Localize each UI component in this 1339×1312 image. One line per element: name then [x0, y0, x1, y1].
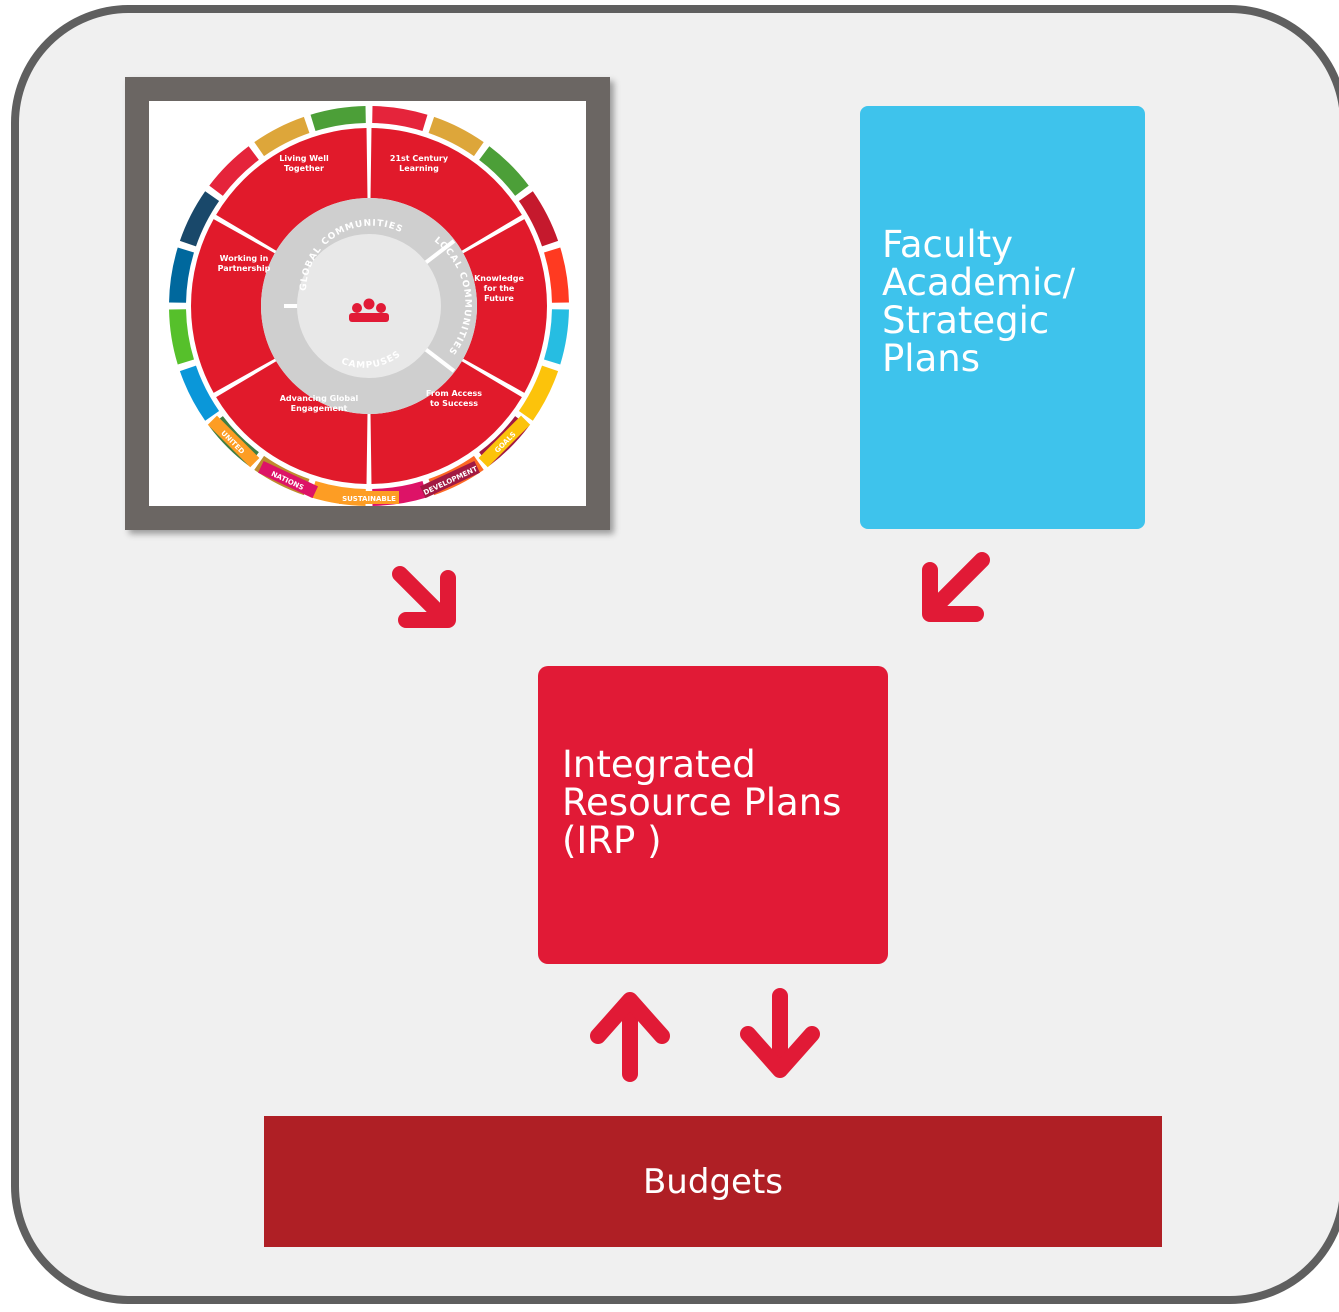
- wheel-segment: [216, 128, 368, 251]
- faculty-line: Faculty: [882, 223, 1014, 266]
- sdg-ring-segment: [179, 191, 220, 247]
- arrow-up-icon: [590, 992, 670, 1082]
- irp-line: Resource Plans: [562, 781, 842, 824]
- arrow-down-right-icon: [392, 566, 456, 628]
- sdg-banner-tab: [207, 415, 260, 468]
- sdg-ring-segment: [479, 146, 529, 196]
- faculty-plans-box: Faculty Academic/ Strategic Plans: [860, 106, 1145, 529]
- budgets-label: Budgets: [642, 1161, 783, 1202]
- wheel-segment: [191, 219, 275, 393]
- wheel-red-segments: [191, 128, 547, 484]
- budgets-bar: Budgets: [264, 1116, 1162, 1247]
- wheel-segment: [216, 361, 368, 484]
- sdg-banner-label: SUSTAINABLE: [342, 495, 396, 503]
- sdg-banner-tab: [258, 460, 319, 499]
- sdg-banner-tab: [339, 491, 399, 504]
- sdg-banner-tab: [419, 460, 480, 499]
- sdg-ring-segment: [254, 116, 310, 157]
- irp-box: Integrated Resource Plans (IRP ): [538, 666, 888, 964]
- sdg-ring-segment: [209, 146, 259, 196]
- sdg-ring-segment: [544, 247, 569, 303]
- sdg-ring-segment: [518, 191, 559, 247]
- sdg-ring-segment: [310, 106, 366, 131]
- faculty-line: Plans: [882, 337, 980, 380]
- people-icon: [349, 298, 389, 322]
- sdg-ring-segment: [169, 247, 194, 303]
- irp-line: (IRP ): [562, 819, 662, 862]
- wheel-segment: [463, 219, 547, 393]
- sdg-ring-segment: [518, 365, 559, 421]
- sdg-banner-tab: [478, 415, 531, 468]
- faculty-plans-text: Faculty Academic/ Strategic Plans: [882, 226, 1132, 378]
- irp-line: Integrated: [562, 743, 756, 786]
- sdg-ring-segment: [428, 116, 484, 157]
- sdg-ring-segment: [544, 309, 569, 365]
- wheel-segment: [370, 128, 522, 251]
- arrow-down-left-icon: [922, 552, 990, 622]
- sdg-ring-segment: [179, 365, 220, 421]
- wheel-segment: [370, 361, 522, 484]
- faculty-line: Academic/: [882, 261, 1076, 304]
- faculty-line: Strategic: [882, 299, 1050, 342]
- irp-text: Integrated Resource Plans (IRP ): [562, 746, 882, 860]
- sdg-ring-segment: [169, 309, 194, 365]
- sdg-ring-segment: [372, 106, 428, 131]
- strategic-wheel: GLOBAL COMMUNITIES LOCAL COMMUNITIES CAM…: [169, 106, 569, 506]
- arrow-down-icon: [740, 988, 820, 1078]
- strategic-plan-wheel-image: GLOBAL COMMUNITIES LOCAL COMMUNITIES CAM…: [125, 77, 610, 530]
